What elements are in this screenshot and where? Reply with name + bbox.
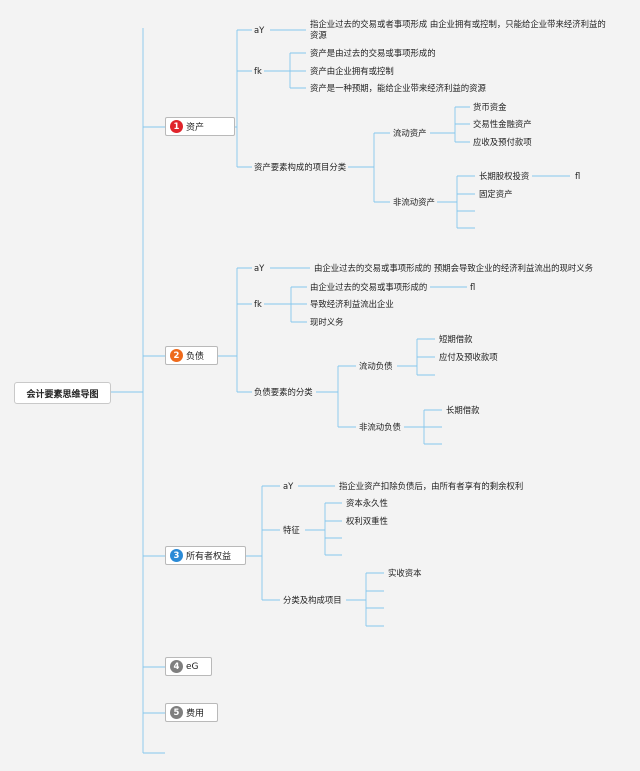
node-income[interactable]: 4 eG <box>165 657 212 676</box>
liability-def-tag[interactable]: aY <box>254 263 265 273</box>
current-assets[interactable]: 流动资产 <box>393 128 427 138</box>
asset-subitem[interactable]: fl <box>575 171 581 181</box>
asset-feature[interactable]: 资产由企业拥有或控制 <box>310 66 394 76</box>
equity-feature[interactable]: 资本永久性 <box>346 498 388 508</box>
root-node[interactable]: 会计要素思维导图 <box>14 382 111 404</box>
liability-classification[interactable]: 负债要素的分类 <box>254 387 313 397</box>
number-badge-1: 1 <box>170 120 183 133</box>
number-badge-5: 5 <box>170 706 183 719</box>
node-label: eG <box>186 661 199 672</box>
equity-classification[interactable]: 分类及构成项目 <box>283 595 342 605</box>
asset-item[interactable]: 交易性金融资产 <box>473 119 532 129</box>
liability-item[interactable]: 长期借款 <box>446 405 480 415</box>
liability-feature[interactable]: 由企业过去的交易或事项形成的 <box>310 282 428 292</box>
asset-feature[interactable]: 资产是由过去的交易或事项形成的 <box>310 48 436 58</box>
equity-definition[interactable]: 指企业资产扣除负债后，由所有者享有的剩余权利 <box>339 481 524 491</box>
asset-item[interactable]: 货币资金 <box>473 102 507 112</box>
noncurrent-liabilities[interactable]: 非流动负债 <box>359 422 401 432</box>
noncurrent-assets[interactable]: 非流动资产 <box>393 197 435 207</box>
asset-item[interactable]: 长期股权投资 <box>479 171 530 181</box>
asset-feature[interactable]: 资产是一种预期，能给企业带来经济利益的资源 <box>310 83 486 93</box>
node-asset[interactable]: 1 资产 <box>165 117 235 136</box>
asset-item[interactable]: 应收及预付款项 <box>473 137 532 147</box>
asset-classification[interactable]: 资产要素构成的项目分类 <box>254 162 347 172</box>
number-badge-4: 4 <box>170 660 183 673</box>
liability-item[interactable]: 短期借款 <box>439 334 473 344</box>
node-equity[interactable]: 3 所有者权益 <box>165 546 246 565</box>
liability-feature[interactable]: 导致经济利益流出企业 <box>310 299 394 309</box>
equity-features[interactable]: 特征 <box>283 525 300 535</box>
number-badge-3: 3 <box>170 549 183 562</box>
equity-def-tag[interactable]: aY <box>283 481 294 491</box>
number-badge-2: 2 <box>170 349 183 362</box>
current-liabilities[interactable]: 流动负债 <box>359 361 393 371</box>
asset-definition[interactable]: 指企业过去的交易或者事项形成 由企业拥有或控制，只能给企业带来经济利益的资源 <box>310 19 606 40</box>
liability-definition[interactable]: 由企业过去的交易或事项形成的 预期会导致企业的经济利益流出的现时义务 <box>314 263 594 273</box>
node-label: 费用 <box>186 709 205 719</box>
node-label: 所有者权益 <box>186 552 232 562</box>
node-liability[interactable]: 2 负债 <box>165 346 218 365</box>
node-label: 资产 <box>186 123 205 133</box>
liability-subitem[interactable]: fl <box>470 282 476 292</box>
equity-feature[interactable]: 权利双重性 <box>346 516 388 526</box>
asset-feature-tag[interactable]: fk <box>254 66 262 76</box>
equity-item[interactable]: 实收资本 <box>388 568 422 578</box>
asset-def-tag[interactable]: aY <box>254 25 265 35</box>
liability-item[interactable]: 应付及预收款项 <box>439 352 498 362</box>
asset-item[interactable]: 固定资产 <box>479 189 513 199</box>
liability-feature[interactable]: 现时义务 <box>310 317 344 327</box>
node-expense[interactable]: 5 费用 <box>165 703 218 722</box>
node-label: 负债 <box>186 352 205 362</box>
liability-feature-tag[interactable]: fk <box>254 299 262 309</box>
